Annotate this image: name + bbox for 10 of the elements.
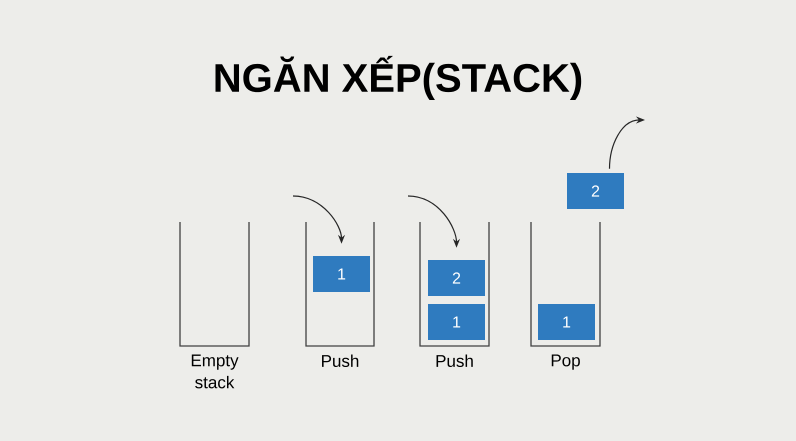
stack-item-box: 2 [567,173,624,209]
stack-label: Pop [552,354,580,370]
stack-label: Push [322,354,358,368]
stack-item-box: 1 [428,304,485,340]
stack-label: Empty stack [192,354,239,388]
stack-label: Push [436,354,473,368]
stack-item-box: 1 [313,256,370,292]
stack-item-box: 2 [428,260,485,296]
stack-item-box: 1 [538,304,595,340]
title: NGĂN XẾP(STACK) [216,56,582,100]
